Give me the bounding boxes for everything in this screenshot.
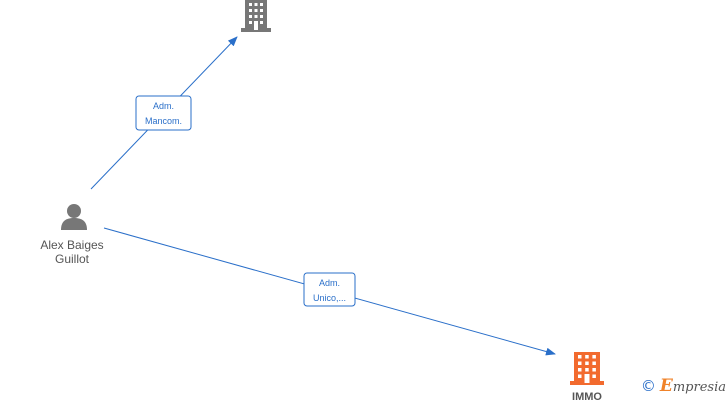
person-icon[interactable] xyxy=(61,204,87,230)
brand-logo-initial: E xyxy=(659,376,673,396)
brand-logo: Empresia xyxy=(660,376,726,396)
copyright-icon: © xyxy=(640,377,656,395)
brand-logo-text: mpresia xyxy=(672,380,726,395)
edge-label-bottom[interactable]: Adm. Unico,... xyxy=(303,272,356,307)
edge-label-top[interactable]: Adm. Mancom. xyxy=(135,95,192,131)
edge-label-bottom-line2: Unico,... xyxy=(313,293,346,303)
company-bottom-name[interactable]: IMMO xyxy=(572,391,602,403)
person-name[interactable]: Alex Baiges Guillot xyxy=(22,238,122,266)
edge-label-top-line2: Mancom. xyxy=(145,116,182,126)
edge-label-bottom-line1: Adm. xyxy=(319,278,340,288)
person-name-line2: Guillot xyxy=(54,252,89,266)
person-name-line1: Alex Baiges xyxy=(40,238,104,252)
edge-label-top-line1: Adm. xyxy=(153,101,174,111)
building-icon-top[interactable] xyxy=(241,0,271,32)
building-icon-bottom[interactable] xyxy=(570,352,604,385)
watermark: © Empresia xyxy=(641,376,726,396)
